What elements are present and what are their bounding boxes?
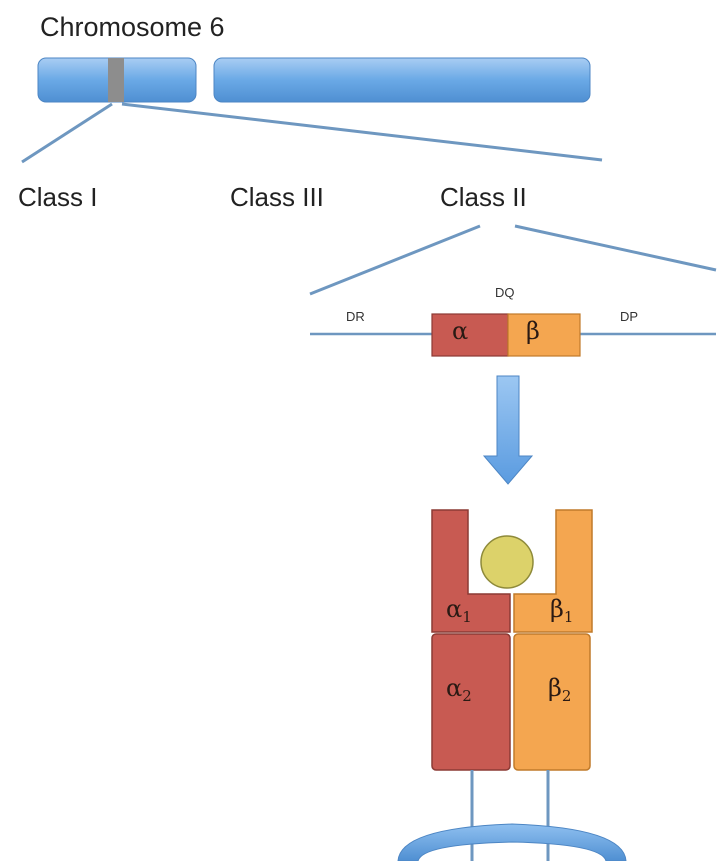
alpha-gene-label: α <box>452 317 469 345</box>
mhc-locus-band <box>108 58 124 102</box>
chromosome-arm-long <box>213 57 591 103</box>
alpha2-label: α2 <box>446 674 472 705</box>
zoom-line-right <box>121 102 603 162</box>
class2-zoom-left <box>309 224 481 296</box>
beta1-label: β1 <box>550 595 574 626</box>
dq-label: DQ <box>495 285 515 300</box>
beta-gene-label: β <box>526 317 540 345</box>
beta2-domain <box>513 633 591 771</box>
beta2-label: β2 <box>548 674 572 705</box>
expression-arrow <box>482 375 534 485</box>
cell-membrane <box>397 823 627 861</box>
class-2-label: Class II <box>440 182 527 212</box>
dr-label: DR <box>346 309 365 324</box>
chromosome-title: Chromosome 6 <box>40 12 225 42</box>
alpha1-domain <box>431 509 511 633</box>
zoom-line-left <box>21 102 113 164</box>
dp-label: DP <box>620 309 639 324</box>
dq-beta-gene <box>507 313 581 357</box>
class-3-label: Class III <box>230 182 324 212</box>
peptide <box>480 535 534 589</box>
beta1-domain <box>513 509 593 633</box>
class-1-label: Class I <box>18 182 98 212</box>
alpha1-label: α1 <box>446 595 472 626</box>
class2-zoom-right <box>514 224 717 272</box>
dq-alpha-gene <box>431 313 509 357</box>
